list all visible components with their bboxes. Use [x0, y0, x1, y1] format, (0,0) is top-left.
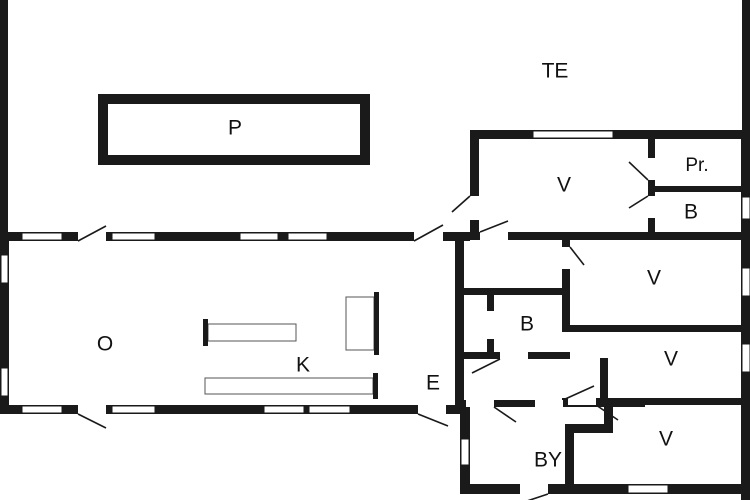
- counter-lower: [204, 373, 378, 399]
- door-corridor-v: [568, 398, 596, 405]
- main-bottom-wall: [0, 405, 458, 414]
- openings-group: [0, 130, 750, 494]
- room-labels-group: TE P O K E V Pr. B V B V V BY: [97, 60, 709, 472]
- room-label-bedroom-lower: V: [664, 348, 678, 371]
- window-main-top-1: [21, 232, 63, 241]
- wall-v-mid-bottom: [562, 325, 742, 332]
- door-main-bot-1: [78, 405, 106, 414]
- window-main-bot-1: [21, 405, 63, 414]
- window-main-top-4: [287, 232, 328, 241]
- terrace-left-wall: [0, 0, 8, 237]
- door-v-pr: [648, 158, 655, 180]
- by-right-wall: [565, 424, 574, 494]
- pool-outline-top: [98, 94, 370, 104]
- room-label-kitchen: K: [296, 354, 310, 377]
- swing-corr-mid: [493, 406, 517, 423]
- by-step-top: [565, 424, 613, 433]
- door-e-corridor: [535, 400, 563, 407]
- door-main-top-2: [414, 232, 443, 241]
- room-label-bath-upper: B: [684, 201, 698, 224]
- room-label-terrace: TE: [542, 60, 569, 83]
- wall-v-low-bottom: [562, 398, 742, 405]
- wall-right-outer: [741, 130, 750, 500]
- window-right-3: [741, 343, 750, 373]
- window-main-bot-4: [308, 405, 351, 414]
- main-left-wall: [0, 232, 9, 412]
- swing-e-corr-right: [562, 385, 595, 401]
- door-wing-bot-1: [480, 232, 508, 240]
- swing-v-pr: [628, 161, 649, 181]
- room-label-living: O: [97, 333, 113, 356]
- room-label-pool: P: [228, 117, 242, 140]
- swing-e-v-top: [569, 246, 585, 266]
- window-bottom-right: [627, 484, 669, 494]
- main-top-wall: [0, 232, 470, 241]
- swing-main-top-2: [413, 224, 444, 242]
- by-bottom-wall: [460, 484, 745, 494]
- door-main-bot-2: [418, 405, 446, 414]
- room-label-bedroom-mid: V: [647, 267, 661, 290]
- door-corridor-mid: [466, 400, 494, 407]
- door-bath-left: [487, 311, 494, 339]
- window-by-left: [460, 438, 470, 466]
- furniture-group: [203, 292, 379, 399]
- wall-e-v-divider: [562, 240, 570, 332]
- corridor-step-wall: [600, 358, 608, 406]
- window-main-bot-2: [111, 405, 156, 414]
- wall-v-pr-divider: [648, 139, 655, 237]
- wall-e-right: [455, 240, 464, 414]
- counter-upper: [203, 319, 297, 346]
- door-v-b: [648, 196, 655, 218]
- window-main-left-1: [0, 254, 9, 284]
- room-label-outbuilding: BY: [534, 449, 562, 472]
- bath-left-wall-upper: [487, 288, 494, 316]
- room-label-bedroom-top: V: [557, 174, 571, 197]
- pool-outline-left: [98, 94, 108, 165]
- swing-main-bot-2: [417, 413, 449, 427]
- bath-top-wall: [455, 288, 570, 295]
- wing-upper-left-wall: [470, 130, 479, 237]
- window-right-2: [741, 267, 750, 297]
- wall-pr-b-divider: [655, 186, 742, 192]
- door-swings-group: [77, 161, 649, 500]
- swing-wing-bot: [479, 220, 509, 233]
- window-main-top-2: [111, 232, 156, 241]
- by-step-right: [604, 406, 613, 430]
- pool-outline-right: [360, 94, 370, 165]
- swing-main-top-1: [77, 225, 107, 242]
- swing-v-b: [628, 195, 649, 209]
- swing-main-bot-1: [77, 413, 107, 429]
- room-label-entry: E: [426, 372, 440, 395]
- room-label-bath-main: B: [520, 313, 534, 336]
- swing-corr-v: [595, 404, 619, 421]
- window-wing-top: [532, 130, 614, 139]
- room-label-utility: Pr.: [685, 155, 708, 176]
- bath-left-wall-lower: [487, 335, 494, 358]
- pool-outline-bottom: [98, 155, 370, 165]
- window-main-left-2: [0, 367, 9, 397]
- door-wing-left: [470, 196, 479, 220]
- swing-by-bottom: [527, 493, 549, 500]
- door-by-bottom: [520, 484, 548, 494]
- wing-upper-bottom-wall: [455, 232, 750, 240]
- terrace-right-wall: [742, 0, 750, 130]
- window-right-1: [741, 196, 750, 220]
- swing-wing-left: [451, 195, 471, 213]
- island-block: [345, 292, 379, 355]
- door-main-top-1: [78, 232, 106, 241]
- door-bath-bottom: [500, 352, 528, 359]
- room-label-bedroom-bottom: V: [659, 428, 673, 451]
- swing-bath-bottom: [471, 358, 501, 374]
- window-main-top-3: [239, 232, 279, 241]
- window-main-bot-3: [263, 405, 305, 414]
- door-e-v-top: [562, 247, 570, 269]
